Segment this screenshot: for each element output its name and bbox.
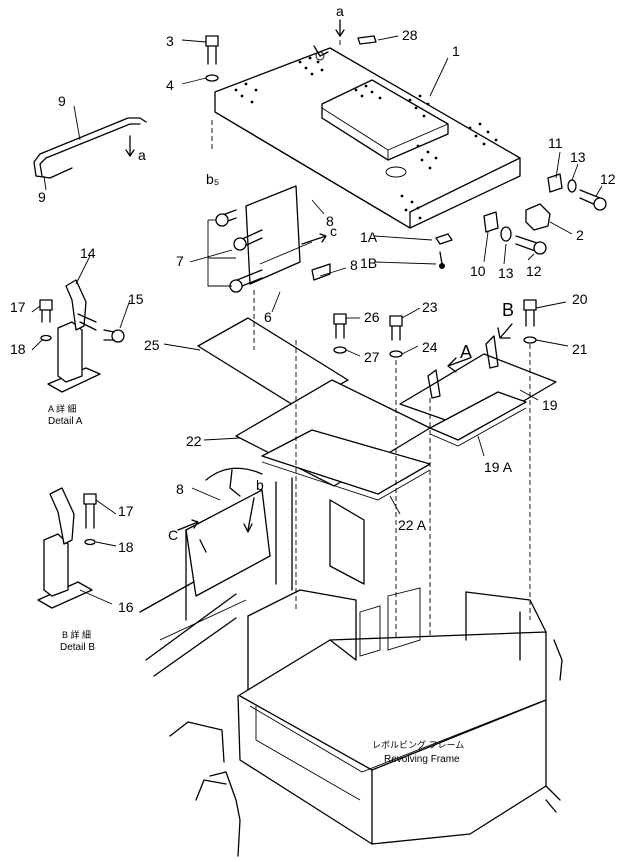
label-28: 28 <box>402 27 418 43</box>
label-12-top: 12 <box>600 171 616 187</box>
top-cover <box>214 45 521 229</box>
ref-c-upper: c <box>330 223 337 239</box>
frame-jp: レボルビング フレーム <box>372 739 464 750</box>
detail-b-en: Detail B <box>60 642 95 653</box>
label-1a: 1A <box>360 229 378 245</box>
label-13-low: 13 <box>498 265 514 281</box>
label-1: 1 <box>452 43 460 59</box>
label-22a: 22 A <box>398 517 427 533</box>
detail-b-jp: B 詳 細 <box>62 629 91 640</box>
label-17-a: 17 <box>10 299 26 315</box>
label-27: 27 <box>364 349 380 365</box>
label-9-top: 9 <box>58 93 66 109</box>
revolving-frame <box>139 555 563 857</box>
label-8-top: 8 <box>326 213 334 229</box>
ref-a-top-arrow <box>335 19 345 37</box>
label-15: 15 <box>128 291 144 307</box>
ref-a-handle-arrow <box>125 135 135 157</box>
label-23: 23 <box>422 299 438 315</box>
detail-a-jp: A 詳 細 <box>48 403 77 414</box>
label-8-mid: 8 <box>350 257 358 273</box>
ref-b-lower: b <box>256 477 264 493</box>
detail-a <box>39 279 125 393</box>
label-10: 10 <box>470 263 486 279</box>
label-2: 2 <box>576 227 584 243</box>
label-1b: 1B <box>360 255 377 271</box>
label-19a: 19 A <box>484 459 513 475</box>
label-11: 11 <box>548 135 563 151</box>
ref-b-lower-arrow <box>243 497 255 533</box>
bracket-assembly <box>207 185 331 293</box>
label-25: 25 <box>144 337 160 353</box>
detail-b <box>37 487 97 609</box>
leader-lines <box>31 35 603 605</box>
label-24: 24 <box>422 339 438 355</box>
label-17-b: 17 <box>118 503 134 519</box>
label-20: 20 <box>572 291 588 307</box>
label-26: 26 <box>364 309 380 325</box>
reference-letters: a a b c C A B <box>125 3 514 543</box>
label-4: 4 <box>166 77 174 93</box>
ref-A: A <box>460 342 472 362</box>
side-fittings <box>435 173 607 269</box>
floor-plates <box>197 299 557 501</box>
ref-a-handle: a <box>138 147 146 163</box>
label-3: 3 <box>166 33 174 49</box>
label-18-a: 18 <box>10 341 26 357</box>
label-7: 7 <box>176 253 184 269</box>
label-b5: b₅ <box>206 171 219 187</box>
label-19: 19 <box>542 397 558 413</box>
ref-c-lower-arrow <box>177 519 199 531</box>
label-13-top: 13 <box>570 149 586 165</box>
detail-captions: A 詳 細 Detail A B 詳 細 Detail B レボルビング フレー… <box>48 403 464 765</box>
part-labels: 1 1A 1B 2 3 4 b₅ 6 7 8 8 8 9 9 10 11 12 … <box>10 27 616 615</box>
label-16: 16 <box>118 599 134 615</box>
label-14: 14 <box>80 245 96 261</box>
label-18-b: 18 <box>118 539 134 555</box>
detail-a-en: Detail A <box>48 416 83 427</box>
grab-handle <box>33 117 147 179</box>
label-6: 6 <box>264 309 272 325</box>
side-panel <box>185 467 365 621</box>
frame-en: Revolving Frame <box>384 754 460 765</box>
label-22: 22 <box>186 433 202 449</box>
bolts-top <box>205 35 377 82</box>
label-12-low: 12 <box>526 263 542 279</box>
ref-c-upper-arrow <box>301 233 327 245</box>
ref-a-top: a <box>336 3 344 19</box>
label-8-low: 8 <box>176 481 184 497</box>
ref-c-lower: C <box>168 527 178 543</box>
label-21: 21 <box>572 341 588 357</box>
ref-B: B <box>502 300 514 320</box>
label-9-low: 9 <box>38 189 46 205</box>
